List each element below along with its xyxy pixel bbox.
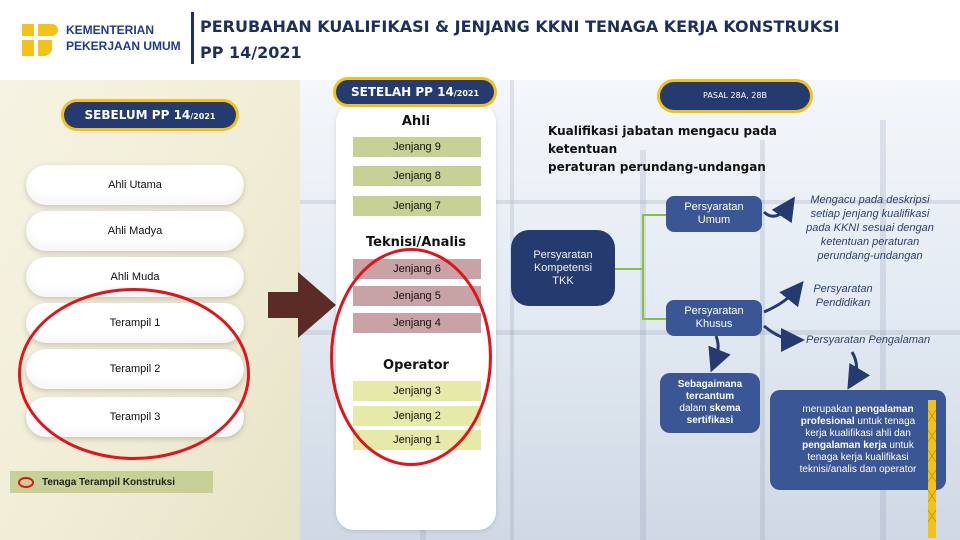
sertifikasi-line1: Sebagaimana bbox=[677, 379, 743, 390]
before-item-ahli-muda: Ahli Muda bbox=[26, 257, 244, 297]
umum-note-line: perundang-undangan bbox=[817, 250, 923, 262]
sertifikasi-line4: sertifikasi bbox=[686, 415, 734, 426]
page-title: PERUBAHAN KUALIFIKASI & JENJANG KKNI TEN… bbox=[200, 14, 840, 66]
crane-icon bbox=[927, 400, 937, 538]
level-jenjang-7: Jenjang 7 bbox=[353, 196, 481, 216]
scaffold-line bbox=[300, 200, 960, 204]
group-title-ahli: Ahli bbox=[401, 114, 431, 129]
ministry-line2: PEKERJAAN UMUM bbox=[66, 39, 181, 53]
sertifikasi-line2: tercantum bbox=[685, 391, 735, 402]
legend: Tenaga Terampil Konstruksi bbox=[10, 471, 213, 493]
before-item-label: Ahli Utama bbox=[108, 179, 162, 191]
before-label: SEBELUM PP 14/2021 bbox=[64, 102, 236, 128]
umum-note-line: pada KKNI sesuai dengan bbox=[806, 222, 934, 234]
umum-node: Persyaratan Umum bbox=[666, 196, 762, 232]
before-label-text: SEBELUM PP 14 bbox=[84, 108, 191, 122]
scaffold-line bbox=[300, 330, 960, 335]
profesional-box: merupakan pengalaman profesional untuk t… bbox=[770, 390, 946, 490]
prof-t6: teknisi/analis dan operator bbox=[799, 464, 917, 475]
operator-highlight-oval bbox=[330, 248, 492, 466]
pendidikan-line1: Persyaratan bbox=[813, 283, 873, 295]
kualifikasi-line1: Kualifikasi jabatan mengacu pada ketentu… bbox=[548, 124, 777, 156]
umum-line2: Umum bbox=[697, 214, 731, 226]
arrow-pendidikan bbox=[763, 280, 804, 314]
before-item-ahli-madya: Ahli Madya bbox=[26, 211, 244, 251]
kompetensi-line2: Kompetensi bbox=[533, 261, 593, 274]
umum-description: Mengacu pada deskripsi setiap jenjang ku… bbox=[792, 193, 948, 263]
prof-b2: profesional bbox=[800, 416, 855, 427]
scaffold-line bbox=[760, 140, 765, 540]
arrow-pengalaman bbox=[763, 324, 805, 352]
sertifikasi-line3a: dalam bbox=[679, 403, 710, 414]
sertifikasi-box: Sebagaimana tercantum dalam skema sertif… bbox=[660, 373, 760, 433]
pu-logo-icon bbox=[18, 20, 58, 58]
kualifikasi-text: Kualifikasi jabatan mengacu pada ketentu… bbox=[548, 122, 848, 176]
scaffold-line bbox=[880, 120, 886, 540]
terampil-highlight-oval bbox=[18, 288, 250, 460]
umum-note-line: ketentuan peraturan bbox=[820, 236, 920, 248]
header-bar: KEMENTERIAN PEKERJAAN UMUM PERUBAHAN KUA… bbox=[0, 0, 960, 80]
umum-line1: Persyaratan bbox=[684, 201, 744, 213]
before-item-ahli-utama: Ahli Utama bbox=[26, 165, 244, 205]
legend-label: Tenaga Terampil Konstruksi bbox=[42, 476, 175, 488]
ministry-name: KEMENTERIAN PEKERJAAN UMUM bbox=[66, 22, 181, 54]
before-item-label: Ahli Madya bbox=[107, 225, 163, 237]
level-jenjang-8: Jenjang 8 bbox=[353, 166, 481, 186]
pasal-label: PASAL 28A, 28B bbox=[660, 82, 810, 110]
prof-t1: merupakan bbox=[802, 404, 856, 415]
khusus-node: Persyaratan Khusus bbox=[666, 300, 762, 336]
pendidikan-line2: Pendidikan bbox=[815, 297, 871, 309]
umum-note-line: setiap jenjang kualifikasi bbox=[810, 208, 930, 220]
kompetensi-line1: Persyaratan bbox=[533, 248, 593, 261]
after-label-text: SETELAH PP 14 bbox=[350, 85, 454, 99]
arrow-umum-note bbox=[762, 196, 795, 224]
umum-note-line: Mengacu pada deskripsi bbox=[810, 194, 930, 206]
scaffold-line bbox=[640, 150, 646, 540]
prof-t2: untuk tenaga bbox=[854, 416, 916, 427]
khusus-line2: Khusus bbox=[695, 318, 733, 330]
prof-b1: pengalaman bbox=[855, 404, 914, 415]
connector-line bbox=[642, 318, 666, 320]
prof-b3: pengalaman kerja bbox=[802, 440, 887, 451]
pendidikan-label: Persyaratan Pendidikan bbox=[798, 282, 888, 310]
prof-t3: kerja kualifikasi ahli dan bbox=[805, 428, 911, 439]
group-title-teknisi: Teknisi/Analis bbox=[366, 235, 466, 250]
khusus-line1: Persyaratan bbox=[684, 305, 744, 317]
arrow-profesional bbox=[847, 351, 871, 390]
scaffold-line bbox=[510, 80, 514, 540]
title-line2: PP 14/2021 bbox=[200, 43, 302, 62]
connector-line bbox=[642, 214, 666, 216]
before-item-label: Ahli Muda bbox=[110, 271, 160, 283]
arrow-sertifikasi bbox=[708, 335, 731, 373]
kompetensi-line3: TKK bbox=[552, 274, 574, 287]
level-jenjang-9: Jenjang 9 bbox=[353, 137, 481, 157]
prof-t4: untuk bbox=[886, 440, 914, 451]
connector-line bbox=[642, 214, 644, 320]
after-label: SETELAH PP 14/2021 bbox=[336, 80, 494, 104]
transition-arrow-icon bbox=[268, 272, 336, 338]
sertifikasi-line3b: skema bbox=[709, 403, 741, 414]
title-line1: PERUBAHAN KUALIFIKASI & JENJANG KKNI TEN… bbox=[200, 17, 840, 36]
after-label-year: /2021 bbox=[453, 89, 480, 98]
kompetensi-node: Persyaratan Kompetensi TKK bbox=[511, 230, 615, 306]
before-label-year: /2021 bbox=[190, 112, 216, 121]
pengalaman-label: Persyaratan Pengalaman bbox=[806, 334, 931, 346]
kualifikasi-line2: peraturan perundang-undangan bbox=[548, 160, 766, 174]
ministry-line1: KEMENTERIAN bbox=[66, 23, 155, 37]
header-divider bbox=[191, 12, 194, 64]
prof-t5: tenaga kerja kualifikasi bbox=[807, 452, 909, 463]
connector-line bbox=[615, 268, 643, 270]
red-ring-icon bbox=[18, 476, 34, 488]
